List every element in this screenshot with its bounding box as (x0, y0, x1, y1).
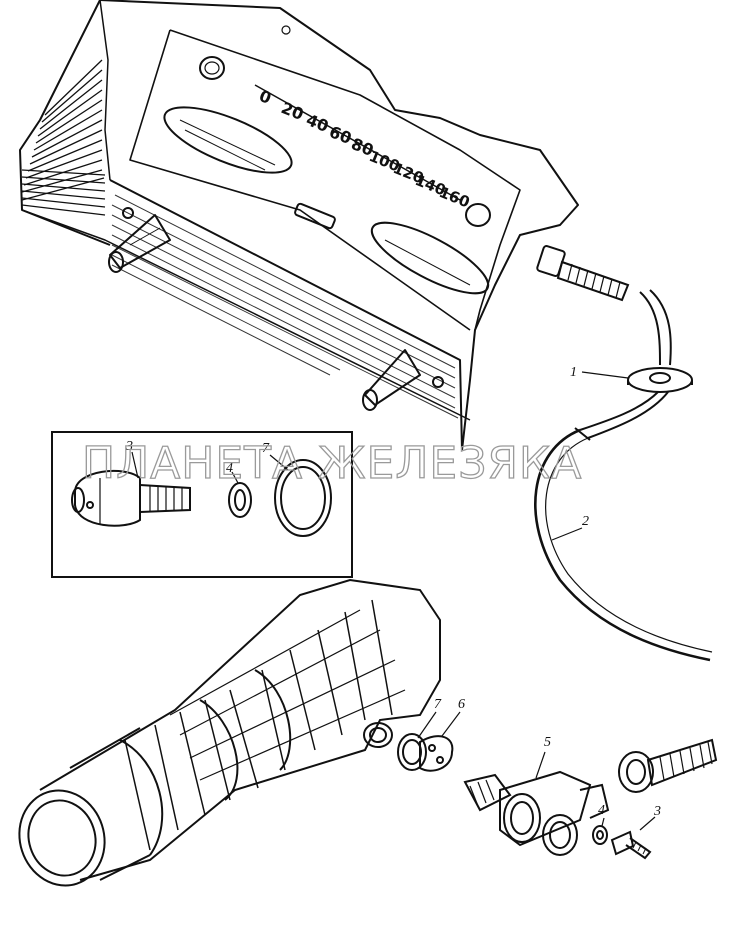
callout-7-inset: 7 (262, 441, 270, 456)
seal-ring-inset (274, 459, 332, 537)
banjo-bolt-inset (71, 469, 191, 527)
instrument-panel (19, 0, 579, 451)
callout-6: 6 (458, 697, 465, 712)
callout-3-inset: 3 (125, 439, 133, 454)
small-hardware (592, 816, 656, 860)
small-washer (592, 825, 608, 845)
parts-inset (51, 431, 353, 578)
speed-mark: 20 (279, 98, 307, 124)
callout-4-inset: 4 (226, 461, 233, 476)
watermark-text: ПЛАНЕТА ЖЕЛЕЗЯКА (82, 438, 582, 489)
cable-grommet (627, 367, 693, 393)
speedometer-cable (534, 245, 713, 662)
callout-2: 2 (582, 514, 589, 529)
callout-3: 3 (653, 804, 661, 819)
speedometer-drive (463, 738, 718, 856)
gasket-parts (397, 711, 461, 772)
callout-5: 5 (544, 735, 551, 750)
speedometer-scale: 0 20 40 60 80 100 120 140 160 (257, 86, 473, 211)
speed-mark: 160 (437, 183, 473, 211)
leader-lines (551, 371, 629, 541)
transmission-housing (18, 578, 441, 887)
gasket-plate (419, 735, 454, 772)
washer-inset (228, 482, 252, 518)
callout-4: 4 (598, 803, 605, 818)
speed-mark: 0 (257, 86, 274, 108)
speed-mark: 60 (327, 122, 355, 148)
callout-7: 7 (434, 697, 442, 712)
callout-labels: 1 2 3 4 7 7 6 5 4 3 (125, 365, 661, 819)
callout-1: 1 (570, 365, 577, 380)
gasket-ring (397, 733, 427, 771)
small-bolt (610, 830, 635, 856)
